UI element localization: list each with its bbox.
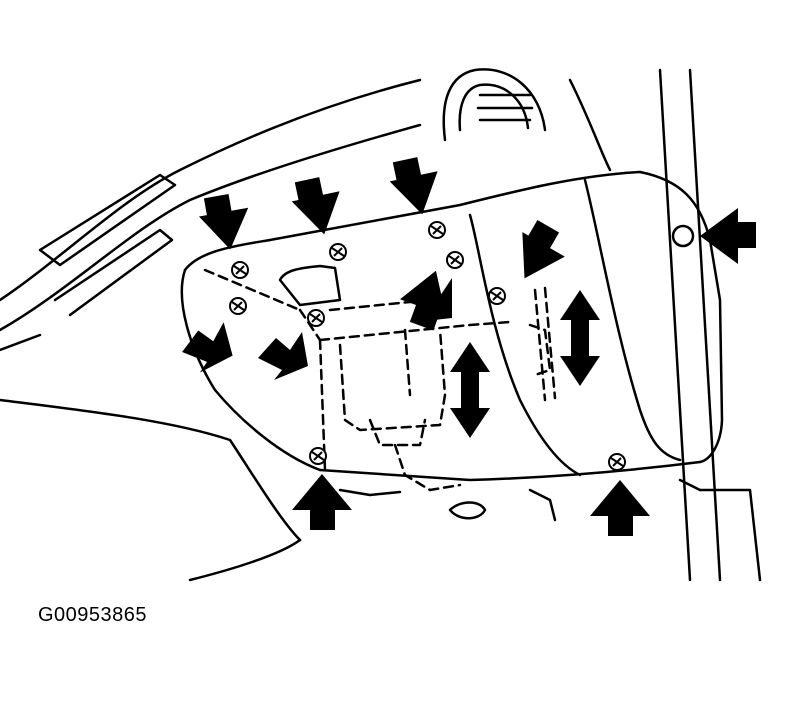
center-vent	[442, 68, 612, 172]
dashboard-diagram	[0, 68, 762, 582]
arrow-down-2	[291, 177, 340, 235]
screw-4	[428, 221, 446, 239]
double-arrow-center	[450, 342, 490, 438]
screw-group	[229, 221, 626, 471]
arrow-diag-4	[522, 220, 565, 279]
arrow-up-9	[292, 474, 352, 530]
arrow-diag-7	[182, 322, 233, 373]
arrow-left-6	[700, 208, 756, 264]
screw-2	[229, 297, 247, 315]
screw-1	[231, 261, 249, 279]
a-pillar	[658, 68, 762, 582]
lower-bracket	[338, 488, 557, 522]
screw-6	[307, 309, 325, 327]
screw-5	[446, 251, 464, 269]
under-dash-panel	[180, 170, 724, 482]
double-arrow-right	[560, 290, 600, 386]
adjust-arrows	[450, 290, 600, 438]
screw-9	[608, 453, 626, 471]
arrow-diag-8	[258, 332, 308, 380]
arrow-diag-11	[412, 278, 452, 322]
screw-8	[309, 447, 327, 465]
figure-id-label: G00953865	[38, 604, 148, 626]
arrow-down-1	[198, 193, 249, 250]
fastener-arrows	[182, 157, 756, 536]
arrow-down-3	[389, 157, 438, 215]
screw-7	[488, 287, 506, 305]
arrow-up-10	[590, 480, 650, 536]
dashboard-outline	[0, 78, 422, 582]
screw-3	[329, 243, 347, 261]
access-hole	[671, 224, 695, 248]
